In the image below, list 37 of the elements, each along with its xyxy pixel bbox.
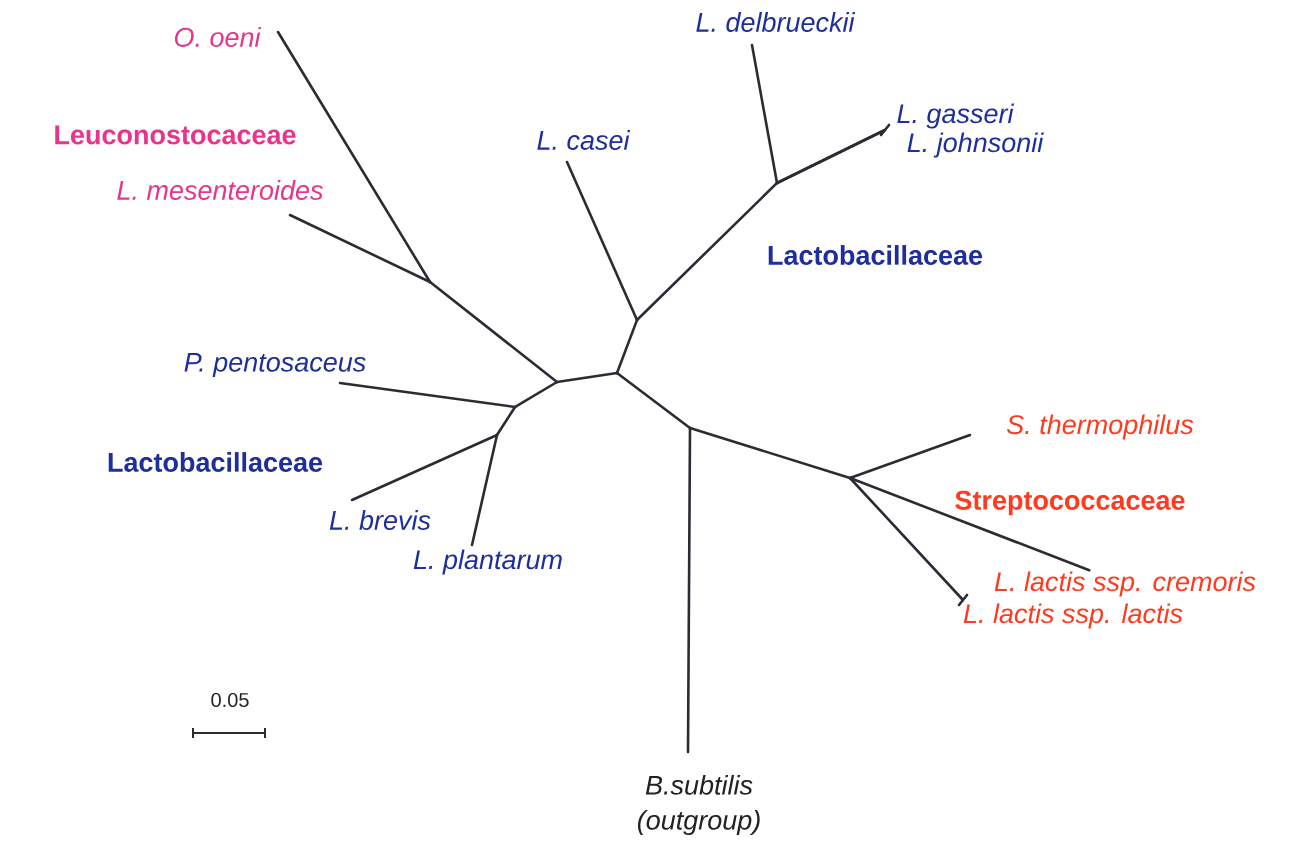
species-label: L. mesenteroides	[117, 180, 323, 200]
species-label: L. plantarum	[413, 549, 562, 575]
scale-bar-label: 0.05	[211, 692, 249, 708]
species-label: L. casei	[537, 130, 631, 150]
species-label: O. oeni	[174, 27, 262, 47]
branch-line	[350, 433, 499, 502]
species-label: L. lactis ssp. lactis	[963, 603, 1183, 629]
branch-line	[288, 213, 432, 284]
branch-line	[848, 476, 1091, 572]
branch-line	[688, 426, 850, 479]
branch-line	[848, 476, 969, 607]
branch-line	[615, 371, 690, 429]
branch-line	[848, 433, 972, 480]
species-label: S. thermophilus	[1007, 414, 1194, 440]
branch-line	[470, 433, 499, 547]
family-label: Lactobacillaceae	[108, 452, 323, 472]
species-label: L. gasseri	[897, 103, 1015, 129]
branch-line	[496, 405, 517, 435]
branch-line	[750, 43, 779, 185]
species-label: L. lactis ssp. cremoris	[994, 571, 1256, 597]
family-label: Lactobacillaceae	[768, 245, 983, 265]
branch-line	[686, 426, 692, 754]
family-label: Leuconostocaceae	[55, 125, 296, 145]
branch-line	[557, 371, 619, 384]
branch-line	[430, 281, 559, 384]
branch-line	[276, 30, 432, 284]
species-label: B.subtilis (outgroup)	[638, 774, 760, 836]
species-label: L. brevis	[329, 510, 431, 530]
branch-line	[615, 320, 638, 375]
branch-line	[635, 182, 778, 322]
branch-line	[565, 160, 639, 322]
family-label: Streptococcaceae	[955, 490, 1185, 516]
branch-line	[515, 380, 559, 408]
species-label: L. johnsonii	[907, 132, 1044, 158]
species-label: L. delbrueckii	[696, 12, 856, 32]
branch-line	[338, 381, 517, 409]
species-label: P. pentosaceus	[184, 352, 366, 378]
